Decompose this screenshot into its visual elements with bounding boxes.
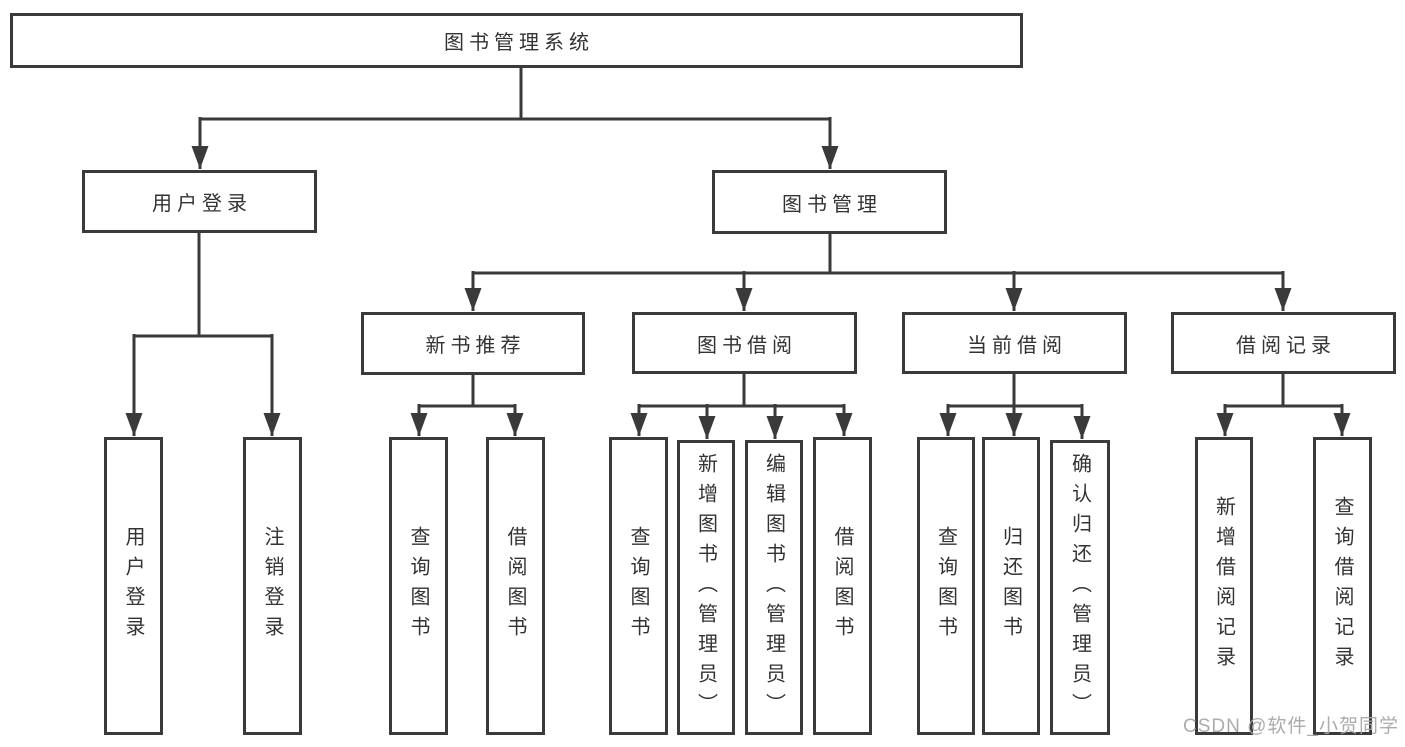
leaf-borrow-books-borrow-label: 借阅图书 <box>831 526 853 646</box>
leaf-add-books-admin: 新增图书（管理员） <box>677 440 735 735</box>
leaf-query-books-current-label: 查询图书 <box>934 526 957 646</box>
node-user-login: 用户登录 <box>82 170 317 233</box>
leaf-query-borrow-record-label: 查询借阅记录 <box>1331 496 1353 676</box>
leaf-borrow-books-recommend: 借阅图书 <box>486 437 545 735</box>
leaf-add-borrow-record-label: 新增借阅记录 <box>1212 496 1235 676</box>
node-borrow-records-label: 借阅记录 <box>1236 334 1336 357</box>
node-current-borrow-label: 当前借阅 <box>967 334 1067 357</box>
leaf-query-books-recommend: 查询图书 <box>389 437 448 735</box>
leaf-user-login: 用户登录 <box>104 437 163 735</box>
leaf-return-books: 归还图书 <box>982 437 1040 735</box>
leaf-add-books-admin-label: 新增图书（管理员） <box>694 452 717 723</box>
node-root-label: 图书管理系统 <box>444 32 594 54</box>
node-root: 图书管理系统 <box>10 13 1023 68</box>
node-new-book-recommend-label: 新书推荐 <box>425 335 526 357</box>
leaf-query-books-borrow-label: 查询图书 <box>627 526 649 646</box>
leaf-borrow-books-recommend-label: 借阅图书 <box>504 526 526 646</box>
node-book-borrow: 图书借阅 <box>632 312 857 374</box>
leaf-query-books-borrow: 查询图书 <box>609 437 668 735</box>
node-book-management-label: 图书管理 <box>782 193 882 216</box>
leaf-return-books-label: 归还图书 <box>999 526 1022 646</box>
node-current-borrow: 当前借阅 <box>902 312 1127 374</box>
leaf-query-borrow-record: 查询借阅记录 <box>1313 437 1372 735</box>
csdn-watermark: CSDN @软件_小贺同学 <box>1183 716 1399 737</box>
leaf-confirm-return-admin-label: 确认归还（管理员） <box>1068 452 1091 723</box>
leaf-edit-books-admin: 编辑图书（管理员） <box>745 440 803 735</box>
leaf-edit-books-admin-label: 编辑图书（管理员） <box>762 452 785 723</box>
leaf-add-borrow-record: 新增借阅记录 <box>1195 437 1253 735</box>
leaf-logout: 注销登录 <box>243 437 302 735</box>
leaf-query-books-recommend-label: 查询图书 <box>407 526 429 646</box>
node-borrow-records: 借阅记录 <box>1171 312 1396 374</box>
leaf-logout-label: 注销登录 <box>261 526 283 646</box>
node-book-management: 图书管理 <box>712 170 947 234</box>
leaf-borrow-books-borrow: 借阅图书 <box>813 437 872 735</box>
node-user-login-label: 用户登录 <box>152 193 252 215</box>
leaf-query-books-current: 查询图书 <box>917 437 975 735</box>
node-new-book-recommend: 新书推荐 <box>361 312 585 375</box>
leaf-user-login-label: 用户登录 <box>122 526 144 646</box>
node-book-borrow-label: 图书借阅 <box>697 334 797 357</box>
leaf-confirm-return-admin: 确认归还（管理员） <box>1050 440 1110 735</box>
